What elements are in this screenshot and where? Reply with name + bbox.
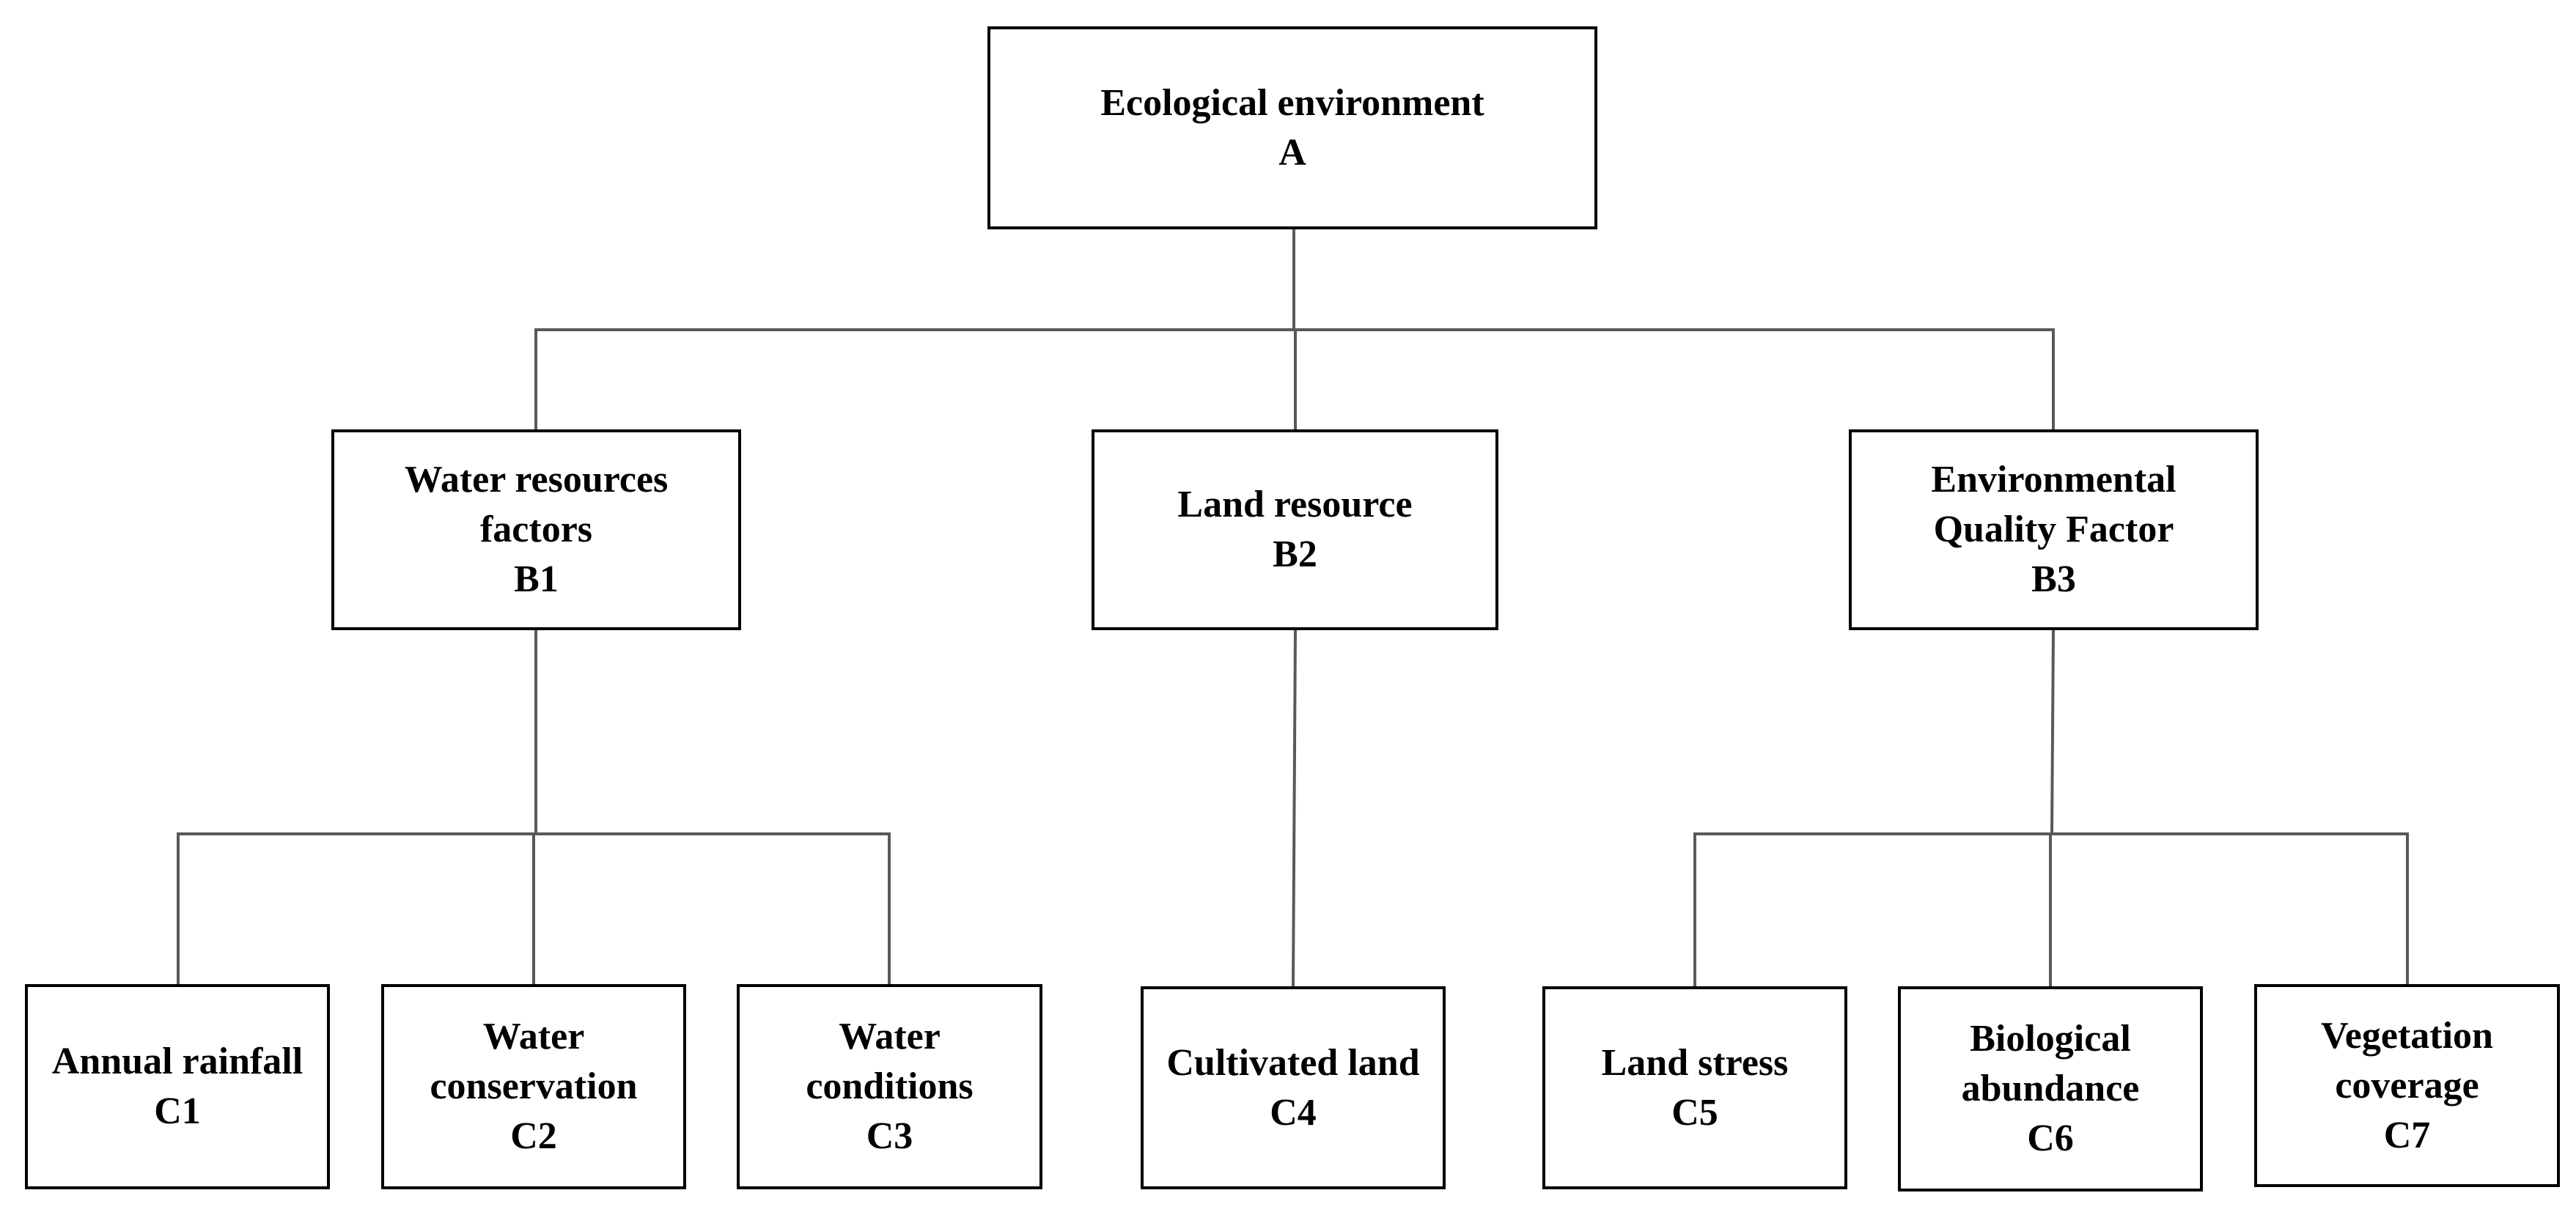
node-b3-environmental-quality-factor: Environmental Quality Factor B3: [1849, 429, 2259, 630]
node-c2-water-conservation: Water conservation C2: [381, 984, 686, 1189]
node-c4-cultivated-land: Cultivated land C4: [1141, 986, 1446, 1189]
node-c3-code: C3: [866, 1115, 913, 1157]
node-b3-title-line2: Quality Factor: [1933, 509, 2174, 550]
node-c3-title-line1: Water: [839, 1016, 941, 1057]
node-c2-code: C2: [510, 1115, 557, 1157]
node-c6-title-line2: abundance: [1961, 1068, 2140, 1109]
connector-b2-to-c4: [1291, 628, 1298, 989]
node-b2-code: B2: [1273, 533, 1317, 575]
node-b1-title-line2: factors: [479, 509, 593, 550]
node-b1-water-resources-factors: Water resources factors B1: [331, 429, 741, 630]
node-c6-code: C6: [2027, 1117, 2074, 1159]
node-a-title: Ecological environment: [1100, 81, 1484, 124]
node-b1-code: B1: [514, 558, 559, 600]
node-c2-title-line1: Water: [482, 1016, 585, 1057]
node-c1-annual-rainfall: Annual rainfall C1: [25, 984, 330, 1189]
node-c2-title-line2: conservation: [430, 1065, 638, 1107]
node-c4-code: C4: [1270, 1091, 1317, 1134]
node-a-code: A: [1278, 131, 1306, 174]
node-c6-title-line1: Biological: [1970, 1018, 2131, 1060]
node-b3-code: B3: [2031, 558, 2076, 600]
node-c7-title-line2: coverage: [2335, 1064, 2479, 1106]
node-b2-title-line1: Land resource: [1177, 484, 1413, 525]
node-c3-title-line2: conditions: [806, 1065, 974, 1107]
node-a-ecological-environment: Ecological environment A: [987, 26, 1597, 229]
node-c4-title-line1: Cultivated land: [1166, 1041, 1420, 1084]
node-b3-title-line1: Environmental: [1931, 459, 2176, 500]
node-c5-code: C5: [1671, 1091, 1718, 1134]
connector-b3-down: [2050, 628, 2056, 836]
node-c5-title-line1: Land stress: [1601, 1041, 1789, 1084]
node-c5-land-stress: Land stress C5: [1542, 986, 1847, 1189]
node-b2-land-resource: Land resource B2: [1092, 429, 1498, 630]
node-c7-title-line1: Vegetation: [2321, 1014, 2493, 1057]
node-c7-code: C7: [2383, 1114, 2431, 1156]
node-c6-biological-abundance: Biological abundance C6: [1898, 986, 2203, 1191]
node-c1-title-line1: Annual rainfall: [51, 1041, 303, 1082]
node-c3-water-conditions: Water conditions C3: [737, 984, 1042, 1189]
node-c7-vegetation-coverage: Vegetation coverage C7: [2254, 984, 2560, 1187]
node-b1-title-line1: Water resources: [404, 459, 669, 500]
node-c1-code: C1: [154, 1090, 201, 1132]
